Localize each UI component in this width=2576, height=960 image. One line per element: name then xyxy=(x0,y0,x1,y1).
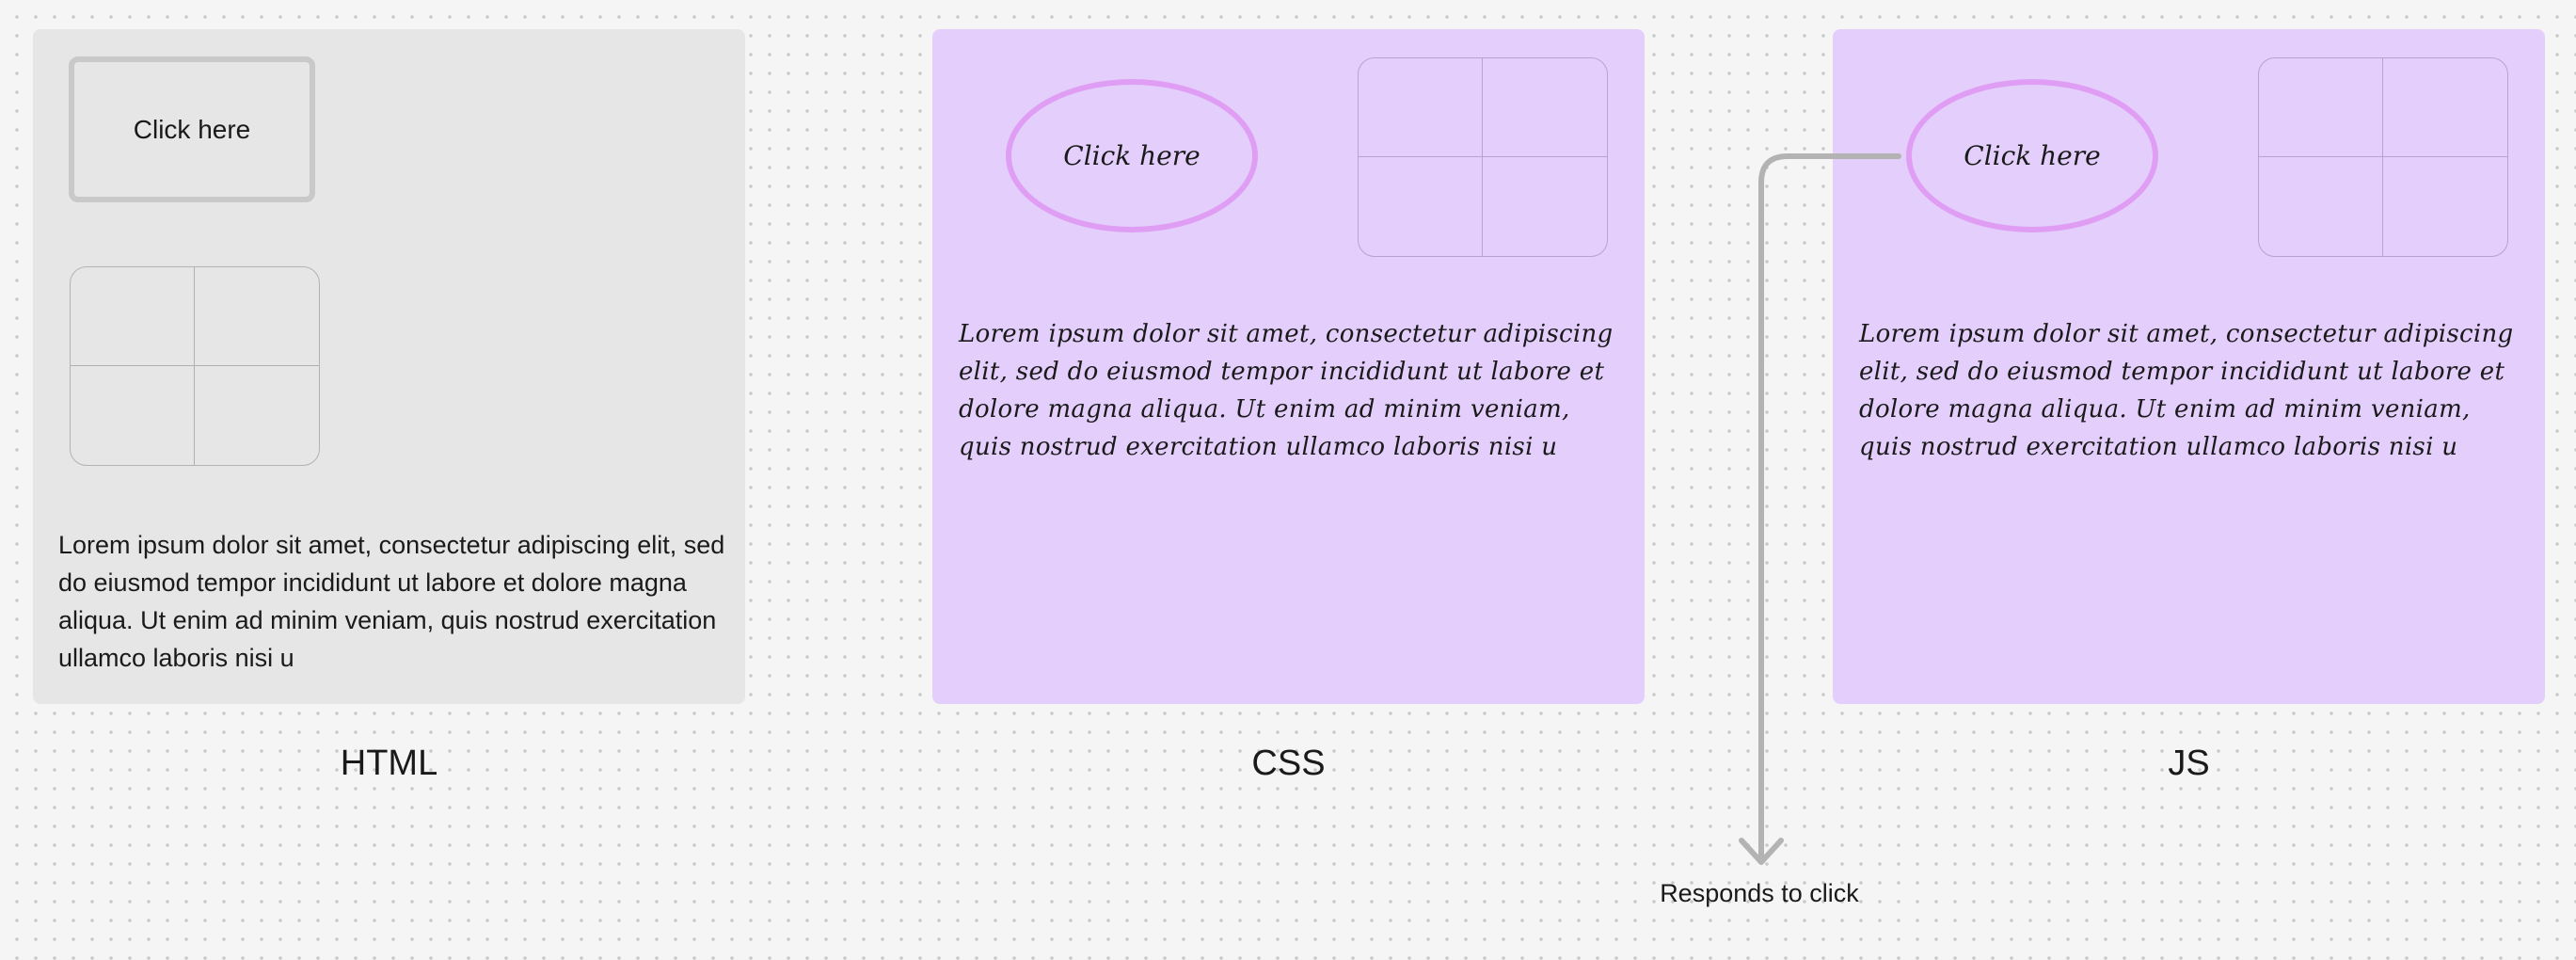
js-grid-box xyxy=(2258,57,2508,257)
css-body-text: Lorem ipsum dolor sit amet, consectetur … xyxy=(959,320,1614,461)
html-grid-box xyxy=(70,266,320,466)
grid-cell xyxy=(2259,157,2383,256)
grid-cell xyxy=(195,366,319,465)
css-grid-box xyxy=(1358,57,1608,257)
grid-cell xyxy=(1359,157,1483,256)
grid-cell xyxy=(2259,58,2383,157)
arrow-head-icon xyxy=(1739,838,1784,865)
css-label: CSS xyxy=(1251,744,1326,783)
grid-cell xyxy=(71,267,195,366)
grid-cell xyxy=(1359,58,1483,157)
grid-cell xyxy=(2383,157,2507,256)
js-label: JS xyxy=(2168,744,2210,783)
grid-cell xyxy=(2383,58,2507,157)
connector-label: Responds to click xyxy=(1660,879,1859,907)
js-panel: Click here Lorem ipsum dolor sit amet, c… xyxy=(1833,29,2545,704)
html-click-button[interactable]: Click here xyxy=(69,56,315,202)
css-panel: Click here Lorem ipsum dolor sit amet, c… xyxy=(932,29,1645,704)
html-label: HTML xyxy=(340,744,438,783)
js-body-text: Lorem ipsum dolor sit amet, consectetur … xyxy=(1859,320,2514,461)
grid-cell xyxy=(1483,157,1607,256)
css-click-button[interactable]: Click here xyxy=(1006,79,1258,232)
grid-cell xyxy=(195,267,319,366)
html-body-text: Lorem ipsum dolor sit amet, consectetur … xyxy=(58,531,725,672)
grid-cell xyxy=(1483,58,1607,157)
grid-cell xyxy=(71,366,195,465)
js-click-button[interactable]: Click here xyxy=(1906,79,2158,232)
html-panel: Click here Lorem ipsum dolor sit amet, c… xyxy=(33,29,745,704)
